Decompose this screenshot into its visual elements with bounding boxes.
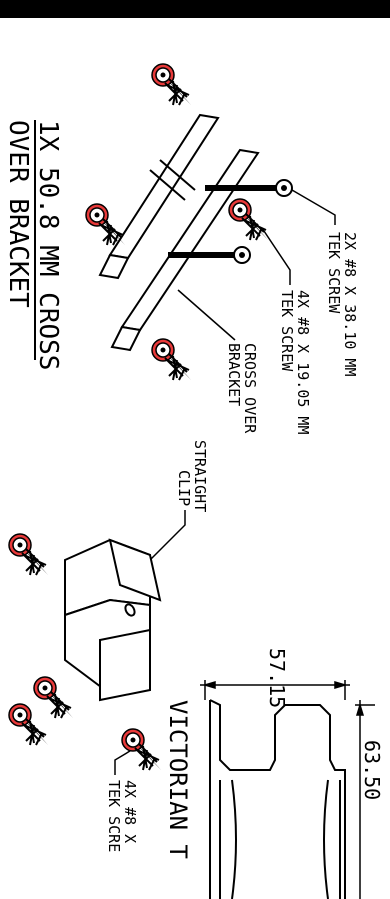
dim-height — [200, 680, 350, 700]
top-bar — [0, 0, 390, 18]
callout-straight-clip: STRAIGHT CLIP — [175, 440, 209, 512]
callout-clip-2: CLIP — [175, 470, 193, 506]
dim-width-label: 63.50 — [360, 740, 384, 800]
cross-over-bracket — [98, 113, 260, 352]
title-line1: 1X 50.8 MM CROSS — [33, 120, 63, 370]
victorian-profile — [209, 699, 346, 899]
clip-screw-4 — [121, 728, 162, 771]
callout-short-screw: 4X #8 X 19.05 MM TEK SCREW — [278, 290, 312, 435]
callout-short-1: 4X #8 X 19.05 MM — [294, 290, 312, 435]
short-screw-3 — [228, 198, 269, 241]
straight-clip — [64, 538, 162, 702]
short-screw-2 — [85, 203, 126, 246]
callout-cross-bracket: CROSS OVER BRACKET — [225, 343, 259, 434]
callout-long-2: TEK SCREW — [325, 232, 343, 314]
callout-clip-screw-1: 4X #8 X — [121, 780, 139, 843]
callout-leaders — [114, 189, 336, 775]
callout-cross-2: BRACKET — [225, 343, 243, 406]
title-block: 1X 50.8 MM CROSS OVER BRACKET — [3, 120, 63, 370]
dim-height-label-group: 57.15 — [265, 648, 289, 708]
long-screw-1 — [205, 179, 293, 197]
dim-height-label: 57.15 — [265, 648, 289, 708]
long-screw-2 — [168, 246, 251, 264]
callout-cross-1: CROSS OVER — [241, 343, 259, 434]
profile-label: VICTORIAN T — [164, 700, 192, 859]
callout-clip-screw: 4X #8 X TEK SCRE — [105, 780, 139, 852]
short-screw-1 — [151, 63, 192, 106]
title-line2: OVER BRACKET — [3, 120, 33, 308]
callout-short-2: TEK SCREW — [278, 290, 296, 372]
dim-width — [355, 700, 375, 899]
short-screw-4 — [151, 338, 192, 381]
clip-screw-2 — [8, 703, 49, 746]
clip-screw-3 — [33, 676, 74, 719]
dim-width-label-group: 63.50 — [360, 740, 384, 800]
callout-clip-1: STRAIGHT — [191, 440, 209, 512]
callout-clip-screw-2: TEK SCRE — [105, 780, 123, 852]
clip-screw-1 — [8, 533, 49, 576]
callout-long-1: 2X #8 X 38.10 MM — [341, 232, 359, 377]
profile-label-group: VICTORIAN T — [164, 700, 192, 859]
callout-long-screw: 2X #8 X 38.10 MM TEK SCREW — [325, 232, 359, 377]
